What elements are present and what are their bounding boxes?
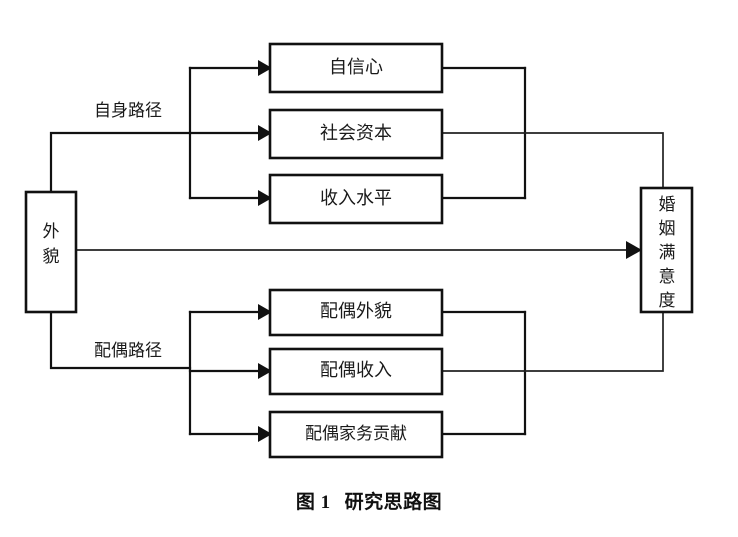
node-marital-satisfaction-label-char-1: 婚 — [659, 195, 676, 214]
connector-appearance-to-spouse-path — [49, 310, 192, 370]
label-spouse-path: 配偶路径 — [94, 341, 162, 360]
node-spouse-appearance[interactable] — [268, 288, 444, 337]
arrowhead-direct-effect — [626, 241, 642, 259]
node-spouse-income[interactable] — [268, 347, 444, 396]
node-spouse-housework-label: 配偶家务贡献 — [305, 424, 407, 443]
connector-spouse-path-to-outcome — [524, 311, 664, 372]
node-appearance-label-char-1: 外 — [43, 222, 60, 241]
arrowhead-spouse-housework — [258, 426, 272, 442]
arrowhead-spouse-income — [258, 363, 272, 379]
arrowhead-spouse-appearance — [258, 304, 272, 320]
node-spouse-housework[interactable] — [268, 410, 444, 459]
arrowhead-social-capital — [258, 125, 272, 141]
arrowhead-self-confidence — [258, 60, 272, 76]
node-social-capital-label: 社会资本 — [320, 123, 392, 143]
node-appearance[interactable] — [24, 190, 78, 314]
figure-caption-title: 研究思路图 — [344, 492, 443, 513]
connector-appearance-to-self-path — [49, 131, 192, 194]
node-marital-satisfaction-label-char-3: 满 — [659, 243, 676, 262]
node-self-confidence-label: 自信心 — [329, 57, 383, 77]
node-income-level-label: 收入水平 — [320, 188, 392, 208]
figure-caption: 图 1 研究思路图 — [0, 487, 738, 514]
node-income-level[interactable] — [268, 173, 444, 225]
node-marital-satisfaction[interactable] — [639, 186, 694, 314]
connector-self-path-to-outcome — [524, 132, 664, 189]
label-self-path: 自身路径 — [94, 101, 162, 120]
node-marital-satisfaction-label-char-2: 姻 — [659, 219, 676, 238]
node-appearance-label-char-2: 貌 — [43, 247, 60, 266]
node-self-confidence[interactable] — [268, 42, 444, 94]
node-social-capital[interactable] — [268, 108, 444, 160]
figure-caption-number: 图 1 — [295, 492, 331, 513]
node-marital-satisfaction-label-char-4: 意 — [659, 267, 676, 286]
arrowhead-income-level — [258, 190, 272, 206]
node-spouse-appearance-label: 配偶外貌 — [320, 301, 392, 321]
node-spouse-income-label: 配偶收入 — [320, 360, 392, 380]
node-marital-satisfaction-label-char-5: 度 — [659, 291, 676, 310]
research-framework-diagram: 外 貌 自信心 社会资本 收入水平 配偶外貌 配偶收入 配偶家务贡献 婚 姻 满… — [24, 42, 694, 459]
